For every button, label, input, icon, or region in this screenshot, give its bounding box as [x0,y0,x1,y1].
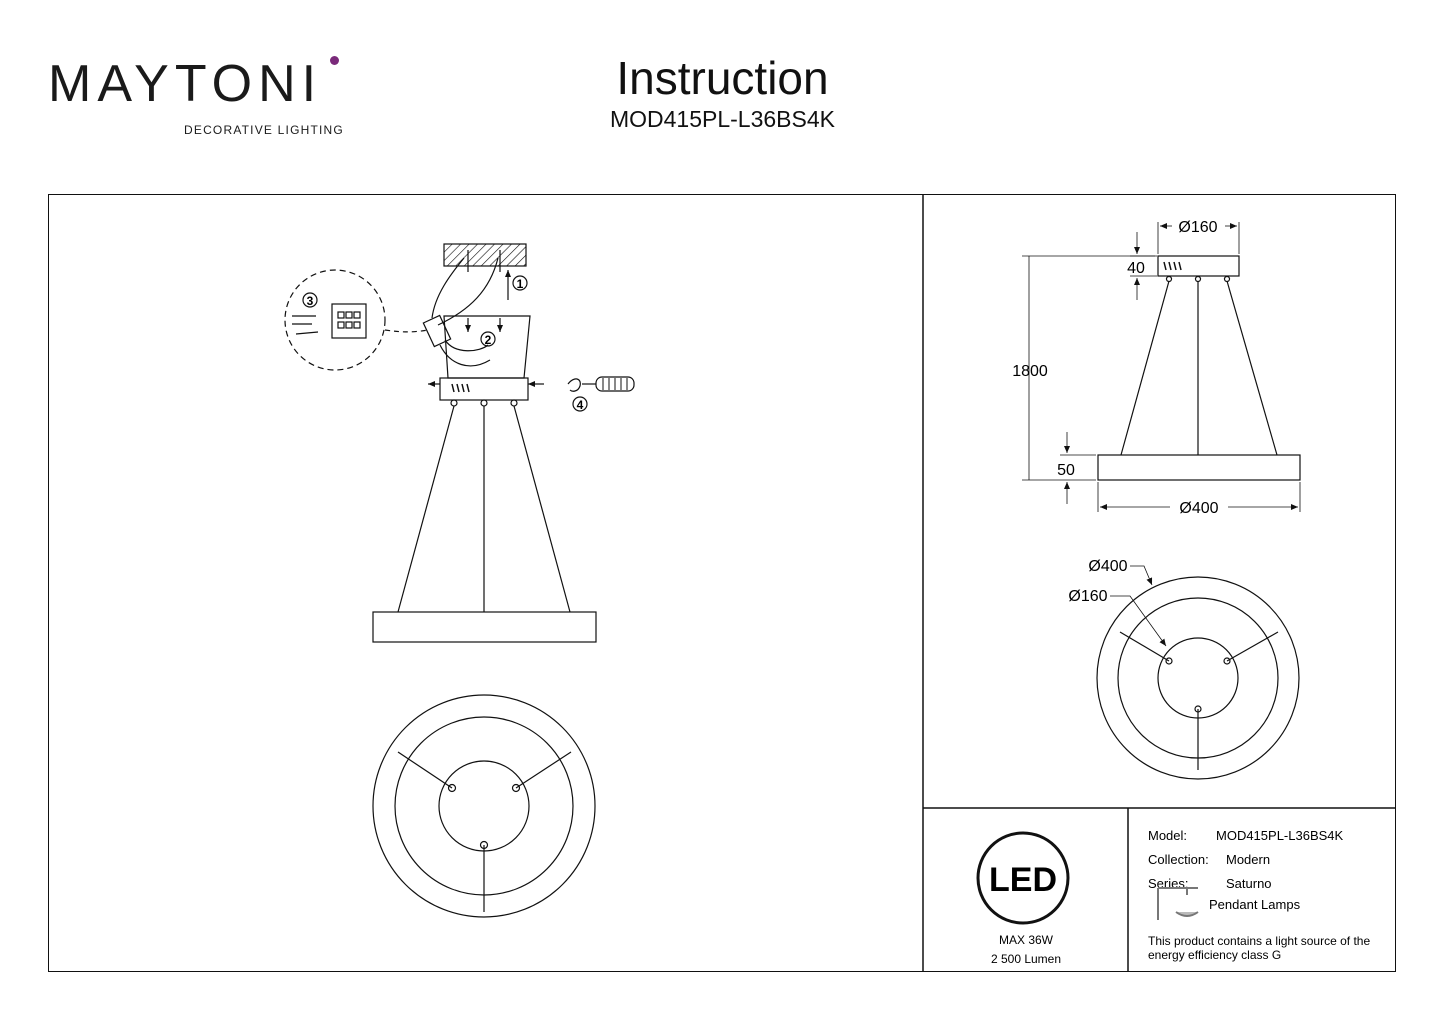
detail-callout [284,269,386,371]
ring-outer-top-view-dim [1096,576,1300,780]
step-2-label: 2 [485,333,492,347]
spec-collection-label: Collection: [1148,852,1209,867]
led-power: MAX 36W [999,933,1054,947]
brand-tagline: DECORATIVE LIGHTING [184,123,344,137]
ring-side-view [372,611,597,643]
step-4-label: 4 [577,398,584,412]
installation-drawing [284,243,635,918]
page-model-number: MOD415PL-L36BS4K [609,106,835,132]
drawing-frame [48,194,1396,972]
spec-type-value: Pendant Lamps [1209,897,1301,912]
spec-energy-note-2: energy efficiency class G [1148,948,1281,962]
dim-canopy-height: 40 [1127,260,1145,277]
terminal-block [422,314,452,348]
dim-top-canopy-diameter: Ø160 [1068,588,1107,605]
step-1-label: 1 [517,277,524,291]
canopy-cone [443,315,531,379]
pendant-lamp-icon [1157,887,1199,920]
canopy-top-view [438,760,530,852]
led-logo-circle [976,831,1070,925]
dim-ring-diameter: Ø400 [1179,500,1218,517]
spec-energy-note-1: This product contains a light source of … [1148,934,1370,948]
spec-model-label: Model: [1148,828,1187,843]
brand-logo: MAYTONI [48,55,323,113]
spec-model-value: MOD415PL-L36BS4K [1216,828,1344,843]
dimension-drawing [1022,222,1301,780]
led-lumen: 2 500 Lumen [991,952,1061,966]
dim-canopy-diameter: Ø160 [1178,219,1217,236]
dim-total-height: 1800 [1012,363,1048,380]
spec-collection-value: Modern [1226,852,1270,867]
screw [567,378,581,392]
ring-outer-top-view [372,694,596,918]
step-markers [302,275,588,412]
screwdriver-icon [595,376,635,392]
led-logo-text: LED [989,861,1057,899]
ceiling-hatch [443,243,527,267]
ring-side-view-dim [1097,454,1301,481]
dim-ring-height: 50 [1057,462,1075,479]
terminal-detail [331,303,367,339]
dim-top-ring-diameter: Ø400 [1088,558,1127,575]
page-title: Instruction [616,52,829,104]
step-3-label: 3 [307,294,314,308]
brand-accent-dot [330,56,339,65]
spec-series-value: Saturno [1226,876,1272,891]
